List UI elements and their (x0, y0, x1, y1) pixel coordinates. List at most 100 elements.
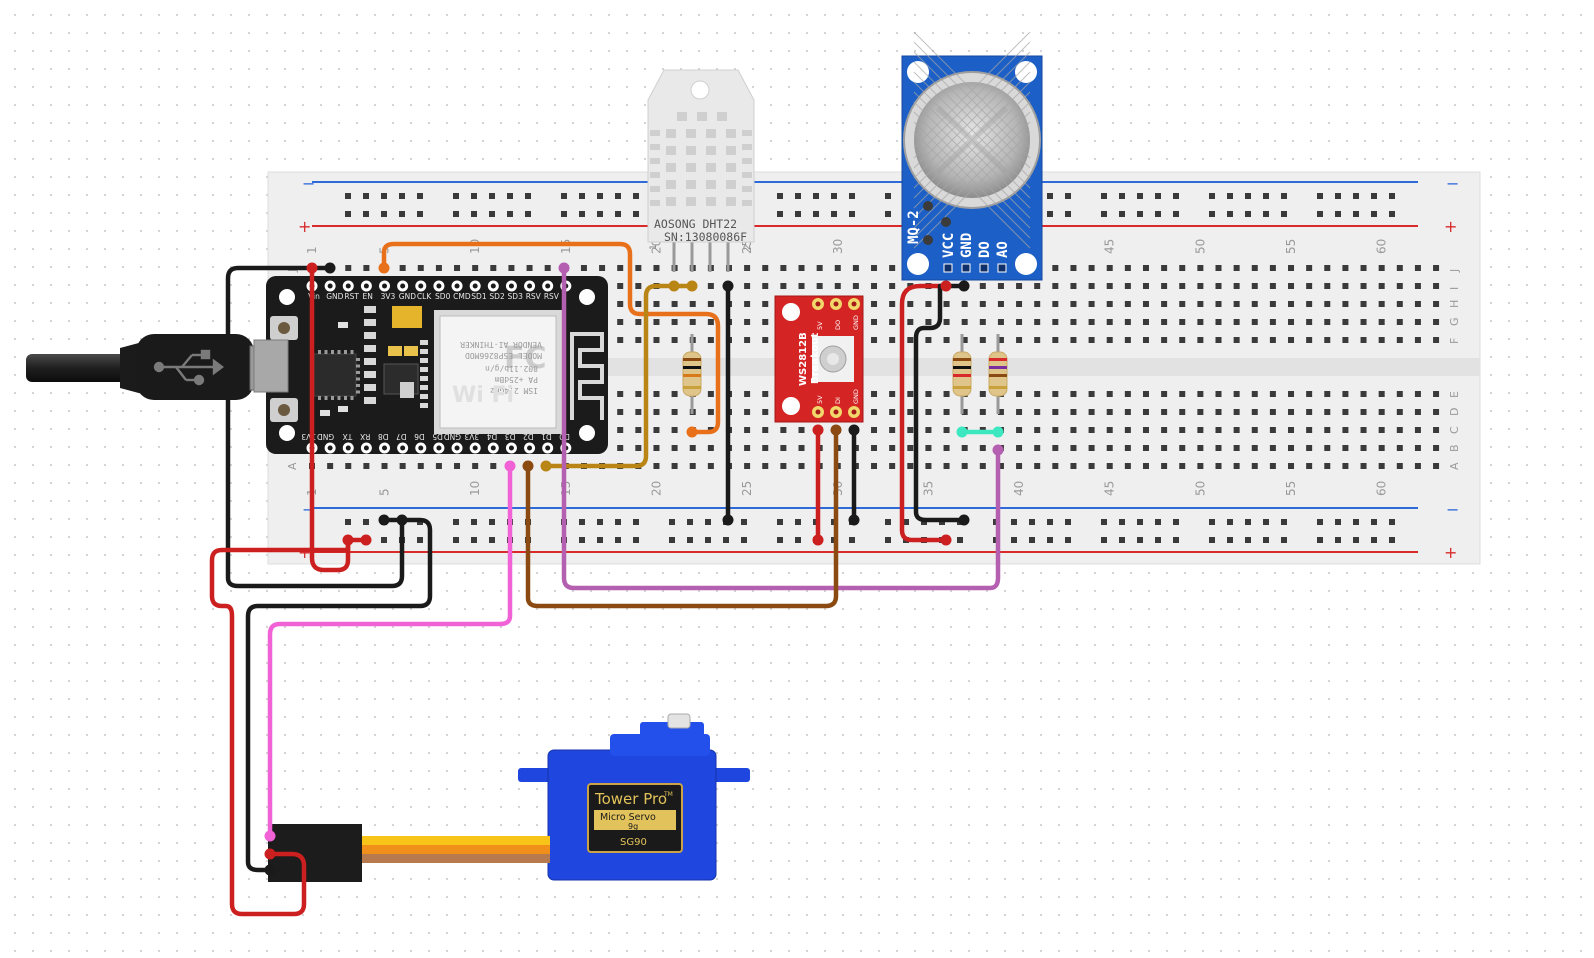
breadboard-hole (1106, 427, 1113, 433)
rail-hole (1101, 193, 1107, 199)
breadboard-hole (907, 319, 914, 325)
micro-usb-port (253, 339, 289, 393)
sg90-servo[interactable]: Tower Pro TM Micro Servo 9g SG90 (268, 713, 750, 882)
ws2812b-pin-label: GND (852, 389, 860, 404)
breadboard-hole (1269, 391, 1276, 397)
rail-hole (399, 193, 405, 199)
servo-output-shaft (667, 713, 691, 729)
breadboard-hole (798, 463, 805, 469)
resistor-mq2-divider-1[interactable] (952, 334, 972, 414)
breadboard-hole (1088, 427, 1095, 433)
rail-hole (579, 211, 585, 217)
wifi-text: Wi Fi (452, 383, 514, 408)
mq2-title: MQ-2 (906, 210, 922, 244)
rail-hole (1389, 211, 1395, 217)
rail-hole (453, 211, 459, 217)
breadboard-hole (907, 427, 914, 433)
breadboard-hole (1070, 319, 1077, 325)
resistor-dht-pullup[interactable] (682, 334, 702, 414)
wire-vin-rail (309, 265, 369, 573)
breadboard-hole (707, 463, 714, 469)
rail-hole (1137, 211, 1143, 217)
breadboard-hole (943, 445, 950, 451)
rail-hole (1209, 537, 1215, 543)
row-letter: E (1448, 391, 1461, 398)
breadboard-hole (1414, 427, 1421, 433)
breadboard-hole (1161, 337, 1168, 343)
column-number: 30 (831, 239, 845, 254)
pcb-antenna (570, 332, 604, 420)
rail-hole (381, 211, 387, 217)
breadboard-hole (1197, 463, 1204, 469)
breadboard-hole (617, 391, 624, 397)
breadboard-hole (1034, 463, 1041, 469)
wire-end (378, 262, 390, 274)
breadboard-hole (1088, 283, 1095, 289)
servo-model: Micro Servo (600, 812, 656, 823)
breadboard-hole (961, 445, 968, 451)
wire-end (504, 460, 516, 472)
breadboard-hole (1070, 391, 1077, 397)
rail-hole (1335, 519, 1341, 525)
rail-hole (453, 537, 459, 543)
breadboard-hole (762, 337, 769, 343)
breadboard-hole (617, 265, 624, 271)
rail-plus-label-right: + (1444, 217, 1457, 236)
breadboard-hole (780, 427, 787, 433)
breadboard-hole (1197, 445, 1204, 451)
dht22-sensor[interactable]: AOSONG DHT22 SN:13080086F 1 2 (647, 69, 755, 272)
breadboard-hole (1070, 463, 1077, 469)
breadboard-hole (1179, 463, 1186, 469)
wire-dht-data (543, 283, 695, 469)
breadboard-hole (871, 265, 878, 271)
breadboard-hole (798, 427, 805, 433)
breadboard-hole (1142, 391, 1149, 397)
dht22-pin4-label: 2 (743, 244, 753, 250)
breadboard-hole (871, 319, 878, 325)
rail-hole (1353, 537, 1359, 543)
breadboard-hole (1052, 445, 1059, 451)
resistor-mq2-divider-2[interactable] (988, 334, 1008, 414)
breadboard-hole (1088, 301, 1095, 307)
breadboard-hole (1088, 391, 1095, 397)
breadboard-hole (417, 463, 424, 469)
nodemcu-pin-label: SD3 (508, 292, 524, 301)
rail-hole (417, 211, 423, 217)
breadboard-hole (1161, 409, 1168, 415)
breadboard-hole (689, 463, 696, 469)
breadboard-hole (1269, 283, 1276, 289)
rail-hole (633, 537, 639, 543)
nodemcu-pin-label: 3V3 (464, 432, 479, 441)
wire-end (722, 280, 734, 292)
wifi-logo: Wi Fi (452, 383, 514, 408)
row-letter: A (1448, 462, 1461, 470)
breadboard-hole (1215, 409, 1222, 415)
wire-servo-signal (267, 463, 513, 839)
breadboard-hole (689, 301, 696, 307)
rail-hole (669, 519, 675, 525)
wire-mq2-analog (561, 265, 1001, 591)
rail-hole (1335, 211, 1341, 217)
breadboard-hole (1306, 337, 1313, 343)
wire-gnd-rail-2 (245, 517, 433, 873)
column-number: 35 (921, 481, 935, 496)
rail-hole (1335, 193, 1341, 199)
breadboard-hole (1251, 283, 1258, 289)
breadboard-hole (1215, 445, 1222, 451)
breadboard-hole (1342, 463, 1349, 469)
breadboard-hole (1378, 427, 1385, 433)
breadboard-hole (889, 445, 896, 451)
ws2812b-pin-label: DO (834, 320, 842, 330)
usb-cable (26, 334, 281, 400)
rail-hole (1353, 211, 1359, 217)
fc-logo: FC (504, 341, 547, 376)
breadboard-hole (1306, 463, 1313, 469)
rail-hole (1317, 193, 1323, 199)
rail-hole (1227, 193, 1233, 199)
rail-hole (579, 519, 585, 525)
wire-end (558, 262, 570, 274)
breadboard-hole (1124, 337, 1131, 343)
